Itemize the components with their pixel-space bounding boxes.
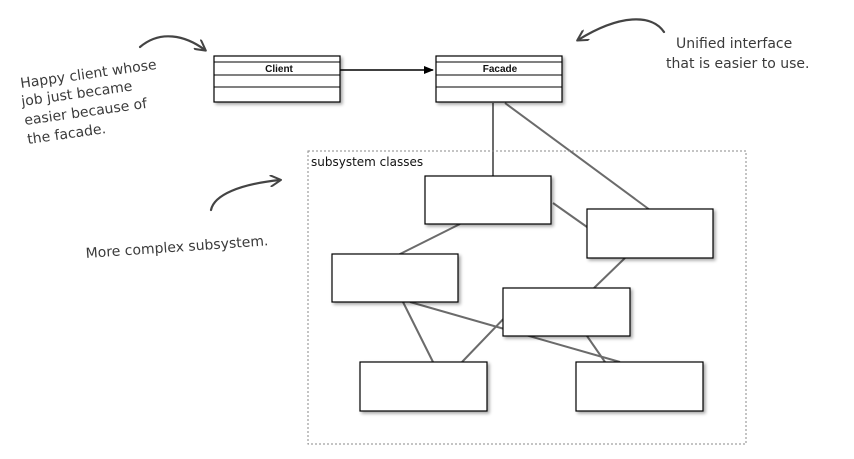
client-class-name: Client <box>265 64 293 75</box>
subsystem-classes <box>331 175 714 412</box>
facade-note-arrow-icon <box>578 18 666 40</box>
client-note: Happy client whose job just became easie… <box>19 57 157 148</box>
subsystem-class-box-right <box>586 208 714 259</box>
subsystem-note-arrow-icon <box>209 180 280 212</box>
facade-class-box: Facade <box>435 55 563 103</box>
sub-top-to-sub-left-line <box>397 223 461 256</box>
subsystem-class-box-bottom-left <box>359 361 488 412</box>
sub-middle-to-sub-bottom-right-line <box>586 335 606 363</box>
facade-note-line-2: that is easier to use. <box>666 56 809 72</box>
sub-left-to-sub-bottom-left-line <box>402 301 434 363</box>
subsystem-class-box-middle <box>502 287 631 337</box>
subsystem-class-box-bottom-right <box>575 361 704 412</box>
facade-note: Unified interface that is easier to use. <box>666 36 809 72</box>
subsystem-label: subsystem classes <box>311 155 423 169</box>
sub-right-to-sub-middle-line <box>593 257 626 289</box>
subsystem-boundary <box>307 150 747 445</box>
client-class-box: Client <box>213 55 341 103</box>
subsystem-note: More complex subsystem. <box>85 233 269 262</box>
subsystem-class-box-top <box>424 175 552 225</box>
client-note-arrow-icon <box>138 35 205 50</box>
subsystem-class-box-left <box>331 253 459 303</box>
sub-middle-to-sub-bottom-left-line <box>461 311 511 363</box>
facade-class-name: Facade <box>483 64 518 75</box>
sub-top-to-sub-right-line <box>552 202 588 228</box>
facade-note-line-1: Unified interface <box>676 36 792 52</box>
facade-to-sub-right-line <box>504 102 651 211</box>
